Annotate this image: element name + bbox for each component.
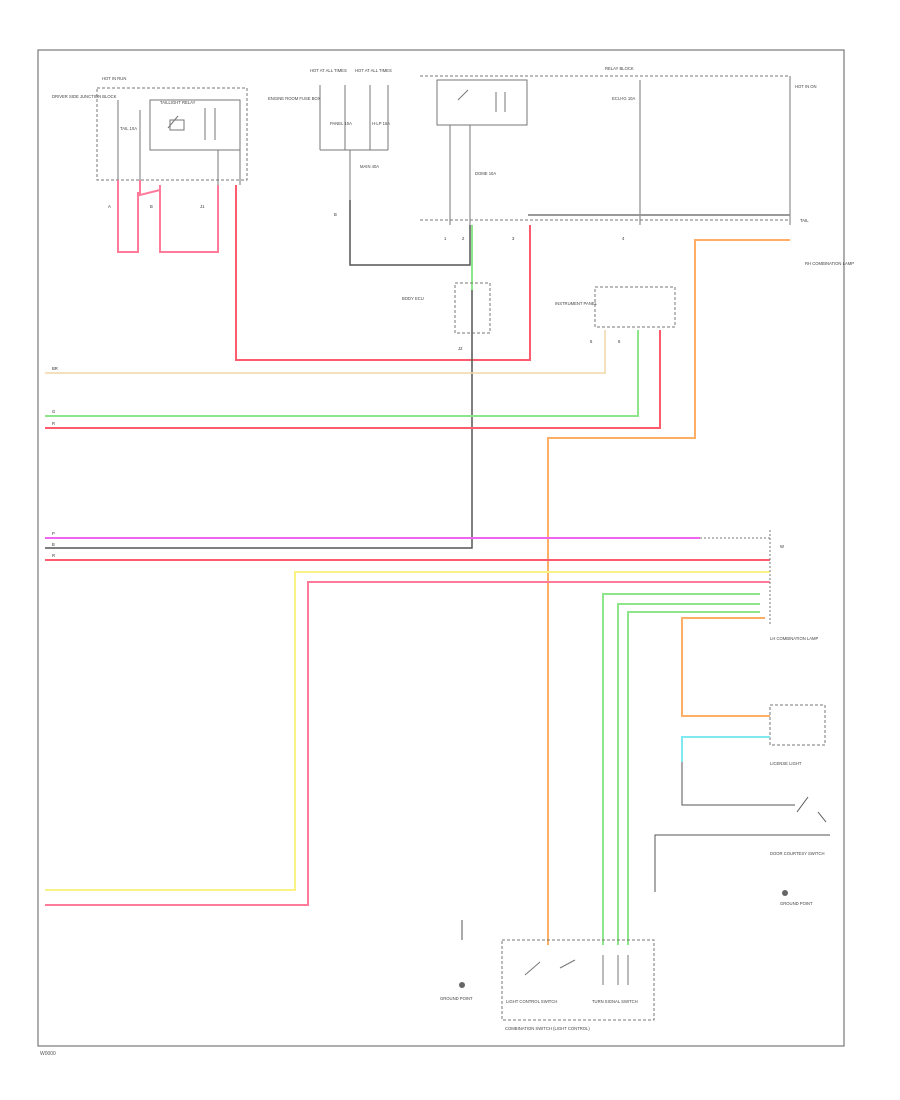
connector-code: B	[150, 204, 153, 209]
ground-icon	[459, 982, 465, 988]
wire-pink	[45, 581, 770, 906]
wire-green	[602, 593, 760, 945]
wire-gray	[681, 762, 795, 806]
wire-green	[627, 611, 760, 945]
wire-cyan	[681, 736, 770, 762]
relay-icon	[169, 119, 185, 131]
relay-block-left	[96, 87, 248, 185]
combo-switch-box	[501, 939, 655, 1021]
ground-icon	[782, 890, 788, 896]
relay-main-label: TAILLIGHT RELAY	[160, 100, 196, 105]
fuse-ecu-label: ECU-IG 10A	[612, 96, 635, 101]
light-control-sw-label: LIGHT CONTROL SWITCH	[506, 999, 557, 1004]
wire-gray	[654, 834, 830, 892]
hot-at-right-label: HOT IN ON	[795, 84, 817, 89]
combo-lamp-l-label: LH COMBINATION LAMP	[770, 636, 819, 641]
hot-at-left-label: HOT IN RUN	[102, 76, 126, 81]
joint-box-right	[594, 286, 676, 328]
relay-block-mid	[319, 85, 389, 265]
wire-label: W	[780, 544, 784, 549]
fuse-hl-label: H-LP 15A	[372, 121, 390, 126]
connector-right	[700, 530, 771, 625]
connector-code: J1	[200, 204, 205, 209]
wire-red	[45, 330, 661, 429]
combo-switch-label: COMBINATION SWITCH (LIGHT CONTROL)	[505, 1026, 590, 1031]
door-courtesy-label: DOOR COURTESY SWITCH	[770, 851, 825, 856]
connector-code: A	[108, 204, 111, 209]
ground-pt-a-label: GROUND POINT	[440, 996, 473, 1001]
diagram-frame	[37, 49, 845, 1047]
hot-at-mid-a: HOT AT ALL TIMES	[310, 68, 347, 73]
combo-lamp-r-label: RH COMBINATION LAMP	[805, 261, 854, 266]
wire-yellow	[45, 571, 770, 891]
hot-at-mid-b: HOT AT ALL TIMES	[355, 68, 392, 73]
wire-orange	[547, 239, 790, 945]
wire-tan	[45, 330, 606, 374]
wire-label: G	[52, 409, 55, 414]
tail-light-lh-label: LICENSE LIGHT	[770, 761, 802, 766]
wire-label: B	[334, 212, 337, 217]
wire-label: R	[52, 553, 55, 558]
wire-label: P	[52, 531, 55, 536]
body-ecu-label: BODY ECU	[402, 296, 424, 301]
wire-pink-loop	[117, 180, 219, 253]
switch-icon	[796, 796, 827, 823]
wire-label: BR	[52, 366, 58, 371]
fuse-dome-label: DOME 10A	[475, 171, 496, 176]
wire-green	[45, 330, 639, 417]
connector-code: 3	[512, 236, 515, 241]
wire-label: B	[52, 542, 55, 547]
wire-label: R	[52, 421, 55, 426]
relay-block-left-label: DRIVER SIDE JUNCTION BLOCK	[52, 94, 117, 99]
connector-code: 6	[618, 339, 621, 344]
wire-label: TAIL	[800, 218, 809, 223]
footer-code: W0000	[40, 1051, 56, 1057]
fuse-panel-label: PANEL 10A	[330, 121, 352, 126]
fuse-main-label: MAIN 40A	[360, 164, 379, 169]
wire-orange	[681, 617, 770, 717]
relay-block-right-label: RELAY BLOCK	[605, 66, 634, 71]
fuse-tail-label: TAIL 10A	[120, 126, 137, 131]
ground-pt-b-label: GROUND POINT	[780, 901, 813, 906]
connector-code: 2	[462, 236, 465, 241]
wire-gray	[45, 290, 473, 549]
relay-block-mid-label: ENGINE ROOM FUSE BOX	[268, 96, 321, 101]
joint-label: J2	[458, 346, 463, 351]
instrument-label: INSTRUMENT PANEL	[555, 301, 598, 306]
relay-block-right	[420, 75, 791, 225]
connector-code: 4	[622, 236, 625, 241]
turn-signal-sw-label: TURN SIGNAL SWITCH	[592, 999, 638, 1004]
tail-light-lh	[769, 704, 826, 746]
wire-gray	[349, 200, 471, 266]
wire-green	[617, 603, 760, 945]
wire-red	[235, 185, 531, 361]
joint-box-mid	[454, 282, 491, 334]
connector-code: 5	[590, 339, 593, 344]
connector-code: 1	[444, 236, 447, 241]
